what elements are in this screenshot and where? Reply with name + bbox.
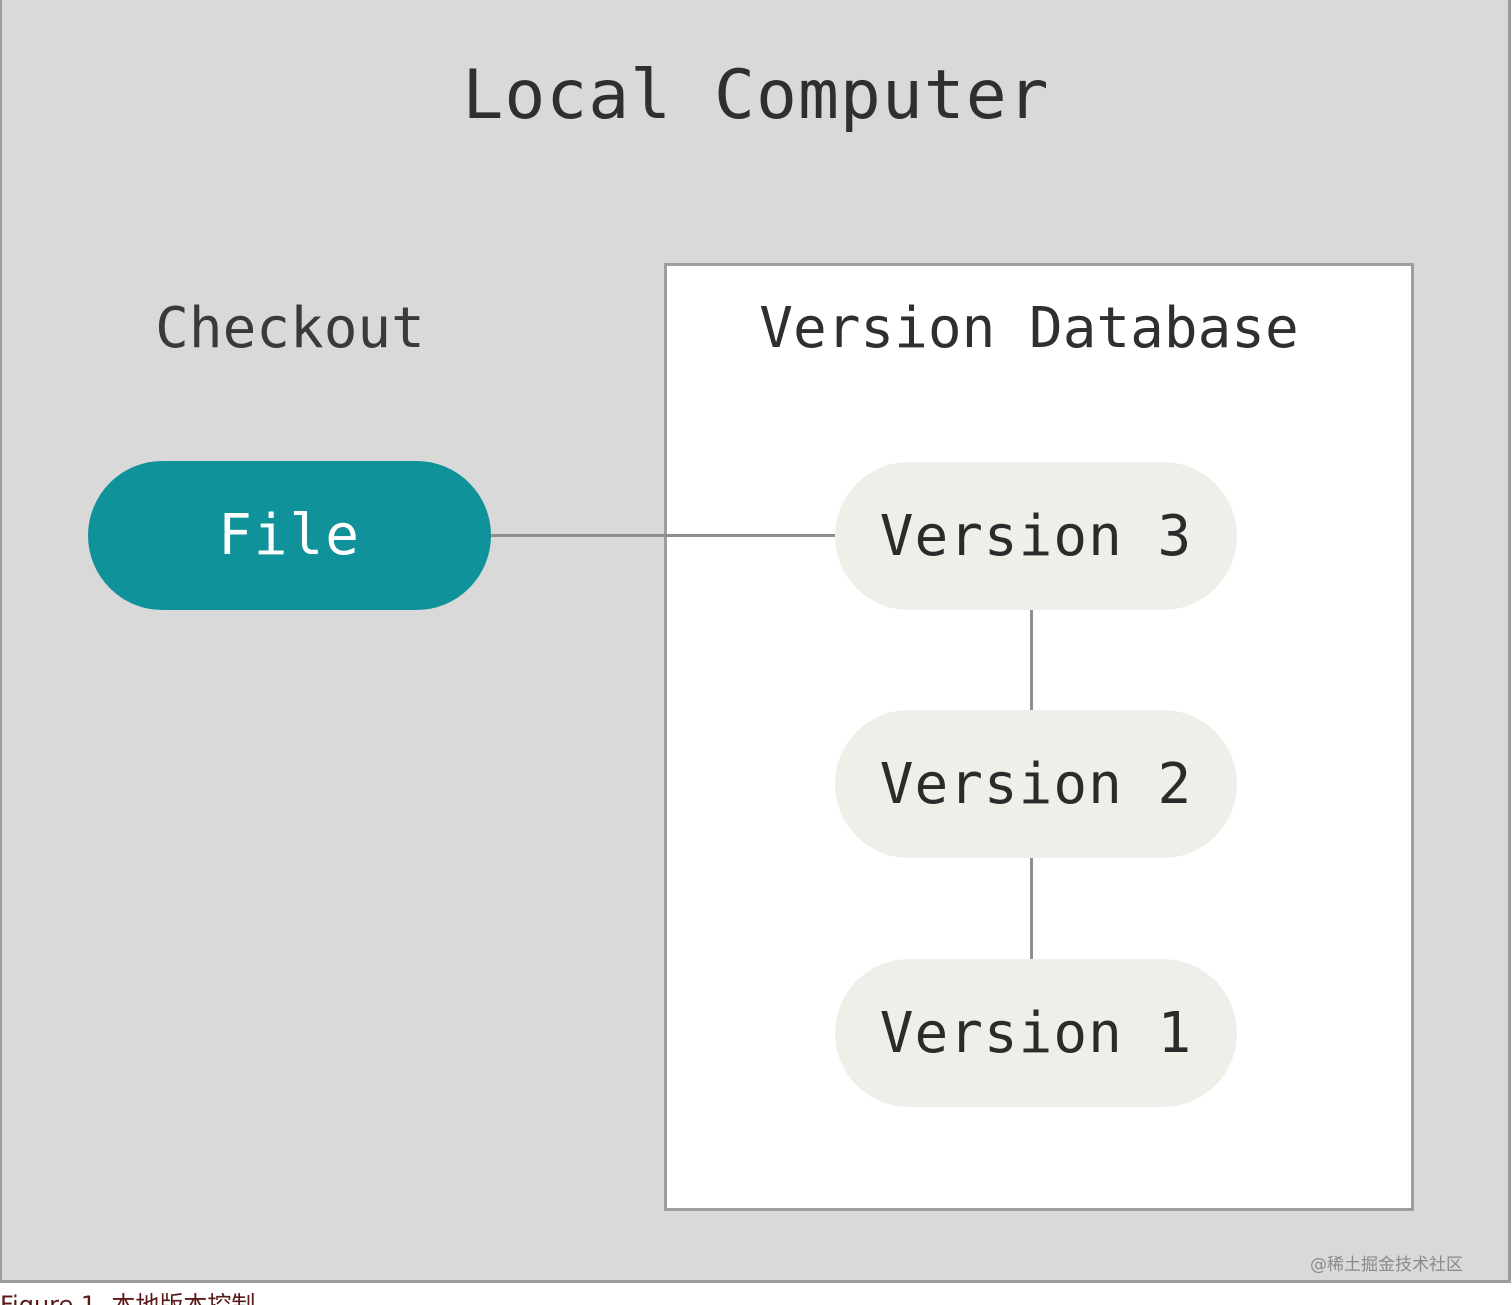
- version3-to-version2-connector: [1030, 610, 1033, 710]
- version-1-node: Version 1: [835, 959, 1237, 1107]
- version-3-node: Version 3: [835, 462, 1237, 610]
- version-1-label: Version 1: [879, 1000, 1193, 1066]
- version2-to-version1-connector: [1030, 858, 1033, 959]
- file-node: File: [88, 461, 491, 610]
- file-to-version3-connector: [491, 534, 835, 537]
- diagram-title: Local Computer: [462, 56, 1050, 135]
- file-node-label: File: [218, 503, 361, 568]
- figure-caption: Figure 1. 本地版本控制: [0, 1293, 255, 1305]
- version-database-label: Version Database: [759, 296, 1299, 361]
- version-2-node: Version 2: [835, 710, 1237, 858]
- version-2-label: Version 2: [879, 751, 1193, 817]
- version-3-label: Version 3: [879, 503, 1193, 569]
- checkout-label: Checkout: [155, 296, 425, 361]
- watermark: @稀土掘金技术社区: [1310, 1255, 1463, 1275]
